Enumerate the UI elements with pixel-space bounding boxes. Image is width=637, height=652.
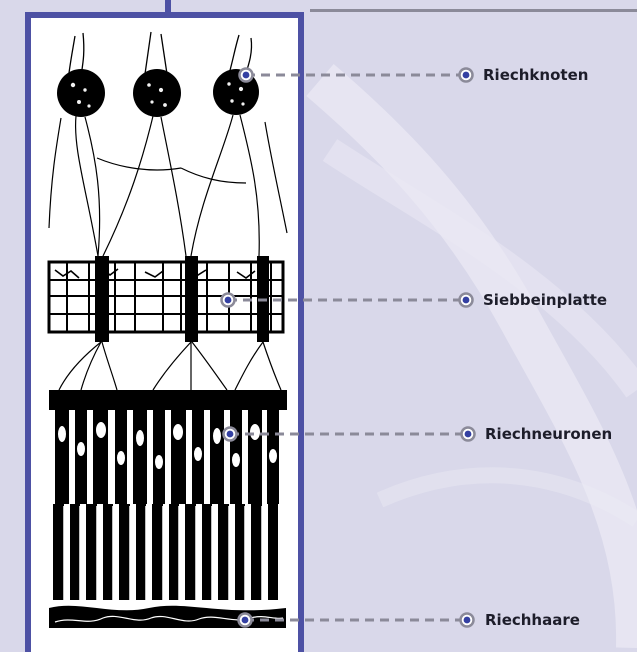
siebbeinplatte-label: Siebbeinplatte xyxy=(483,291,607,309)
riechknoten-label: Riechknoten xyxy=(483,66,588,84)
riechhaare-label: Riechhaare xyxy=(485,611,580,629)
riechneuronen-label: Riechneuronen xyxy=(485,425,612,443)
